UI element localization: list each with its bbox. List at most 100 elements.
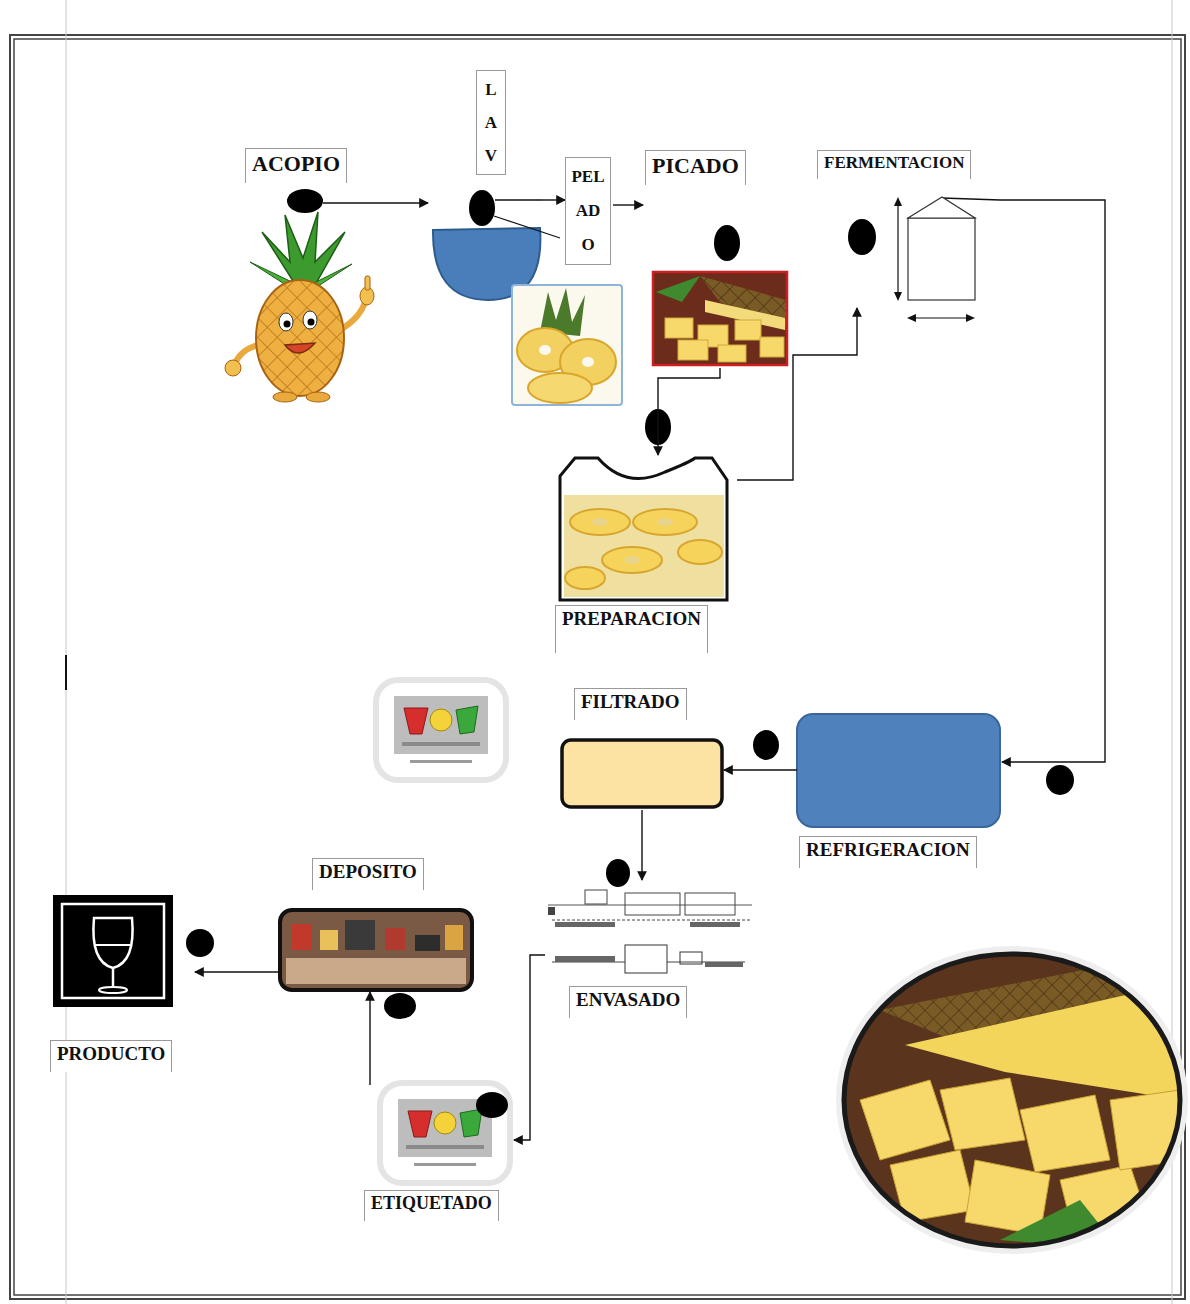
pineapple-photo-circle: [836, 946, 1190, 1254]
warehouse-photo: [415, 935, 440, 951]
flow-dot: [753, 730, 779, 760]
flow-dot: [186, 929, 214, 957]
chopped-pineapple-photo: [665, 318, 693, 338]
step-label: FILTRADO: [574, 688, 687, 720]
warehouse-photo: [445, 925, 463, 950]
pineapple-photo-circle: [940, 1078, 1025, 1150]
page-frame: [10, 35, 1185, 1299]
refrigeration-unit: [797, 714, 1000, 827]
pineapple-mascot: [235, 345, 258, 364]
fermentation-tank: [966, 314, 975, 322]
process-step: L A V: [428, 68, 542, 305]
pineapple-mascot: [225, 360, 241, 376]
product-icon: [62, 904, 164, 998]
pineapple-mascot: [284, 321, 291, 328]
refrigeration-unit: [797, 714, 1000, 827]
process-step: PICADO: [643, 148, 789, 368]
flow-arrow: [514, 955, 545, 1140]
pineapple-photo-circle: [836, 946, 1188, 1254]
chopped-pineapple-photo: [653, 272, 787, 365]
page-frame: [65, 655, 67, 690]
bottling-line: [555, 956, 615, 962]
fermentation-tank: [894, 197, 1000, 322]
bottling-line: [555, 922, 615, 927]
step-label: REFRIGERACION: [799, 836, 977, 868]
filter-box: [562, 740, 722, 807]
flow-arrow: [392, 202, 428, 203]
page-frame: [10, 0, 1185, 1304]
preparation-pot: [560, 458, 727, 600]
bottling-line: [548, 907, 555, 915]
preparation-pot: [633, 509, 697, 535]
chopped-pineapple-photo: [653, 272, 787, 365]
flow-dot: [323, 202, 392, 203]
warehouse-photo: [280, 910, 472, 990]
flow-dot: [287, 189, 323, 213]
pineapple-mascot: [225, 212, 374, 402]
flow-dot: [1046, 765, 1074, 795]
flow-dot: [606, 859, 630, 887]
chopped-pineapple-photo: [656, 276, 700, 302]
step-label: PEL AD O: [565, 157, 611, 265]
flow-arrow: [542, 199, 565, 200]
peeled-pineapple-photo: [539, 345, 551, 355]
peeled-pineapple-photo: [582, 357, 594, 367]
flow-arrow: [724, 769, 797, 770]
process-step: ENVASADO: [545, 880, 757, 1025]
bottling-line: [552, 920, 750, 921]
fermentation-tank: [908, 218, 975, 300]
bottling-line: [585, 890, 607, 904]
pineapple-photo-circle: [1020, 1095, 1110, 1172]
step-label: ACOPIO: [245, 148, 347, 183]
flow-arrow: [641, 810, 642, 880]
preparation-pot: [678, 540, 722, 564]
step-label: L A V: [476, 70, 506, 175]
flow-arrow: [1000, 200, 1105, 762]
fermentation-tank: [897, 200, 898, 298]
step-label: PRODUCTO: [50, 1040, 172, 1072]
page-frame: [14, 39, 1181, 1295]
fermentation-tank: [894, 197, 902, 206]
product-icon: [93, 918, 132, 968]
pineapple-mascot: [303, 311, 317, 329]
label-icon: [380, 1083, 510, 1183]
pineapple-photo-circle: [905, 985, 1182, 1100]
product-icon: [99, 987, 127, 993]
pineapple-mascot: [285, 343, 315, 353]
bottling-line: [548, 905, 752, 906]
warehouse-photo: [385, 928, 405, 950]
bottling-line: [625, 945, 667, 973]
peeled-pineapple-photo: [512, 285, 622, 405]
product-icon: [53, 895, 173, 1007]
fermentation-tank: [910, 317, 972, 318]
fermentation-tank: [942, 198, 1000, 200]
step-label: DEPOSITO: [312, 858, 424, 890]
pineapple-photo-circle: [1110, 1090, 1185, 1170]
process-step: REFRIGERACION: [797, 714, 1002, 870]
process-step: FILTRADO: [560, 688, 724, 810]
flow-dot: [495, 199, 542, 200]
preparation-pot: [564, 495, 724, 597]
product-icon: [53, 895, 173, 1007]
process-step: ACOPIO: [222, 145, 392, 403]
pineapple-mascot: [273, 392, 297, 402]
warehouse-photo: [280, 910, 472, 990]
pineapple-photo-circle: [840, 950, 1190, 1250]
chopped-pineapple-photo: [678, 340, 708, 360]
pineapple-photo-circle: [840, 950, 1190, 1250]
bottling-line: [625, 893, 680, 915]
bottling-line: [548, 890, 752, 973]
bottling-line: [690, 922, 740, 927]
flow-dot: [714, 225, 740, 261]
pineapple-photo-circle: [844, 954, 1180, 1246]
flow-dot: [476, 1092, 508, 1118]
pineapple-mascot: [308, 319, 315, 326]
page-frame: [66, 0, 67, 1304]
warehouse-photo: [345, 920, 375, 950]
bottling-line: [680, 952, 702, 964]
flow-arrow: [658, 368, 720, 455]
pineapple-mascot: [256, 280, 344, 396]
warehouse-photo: [292, 924, 312, 950]
